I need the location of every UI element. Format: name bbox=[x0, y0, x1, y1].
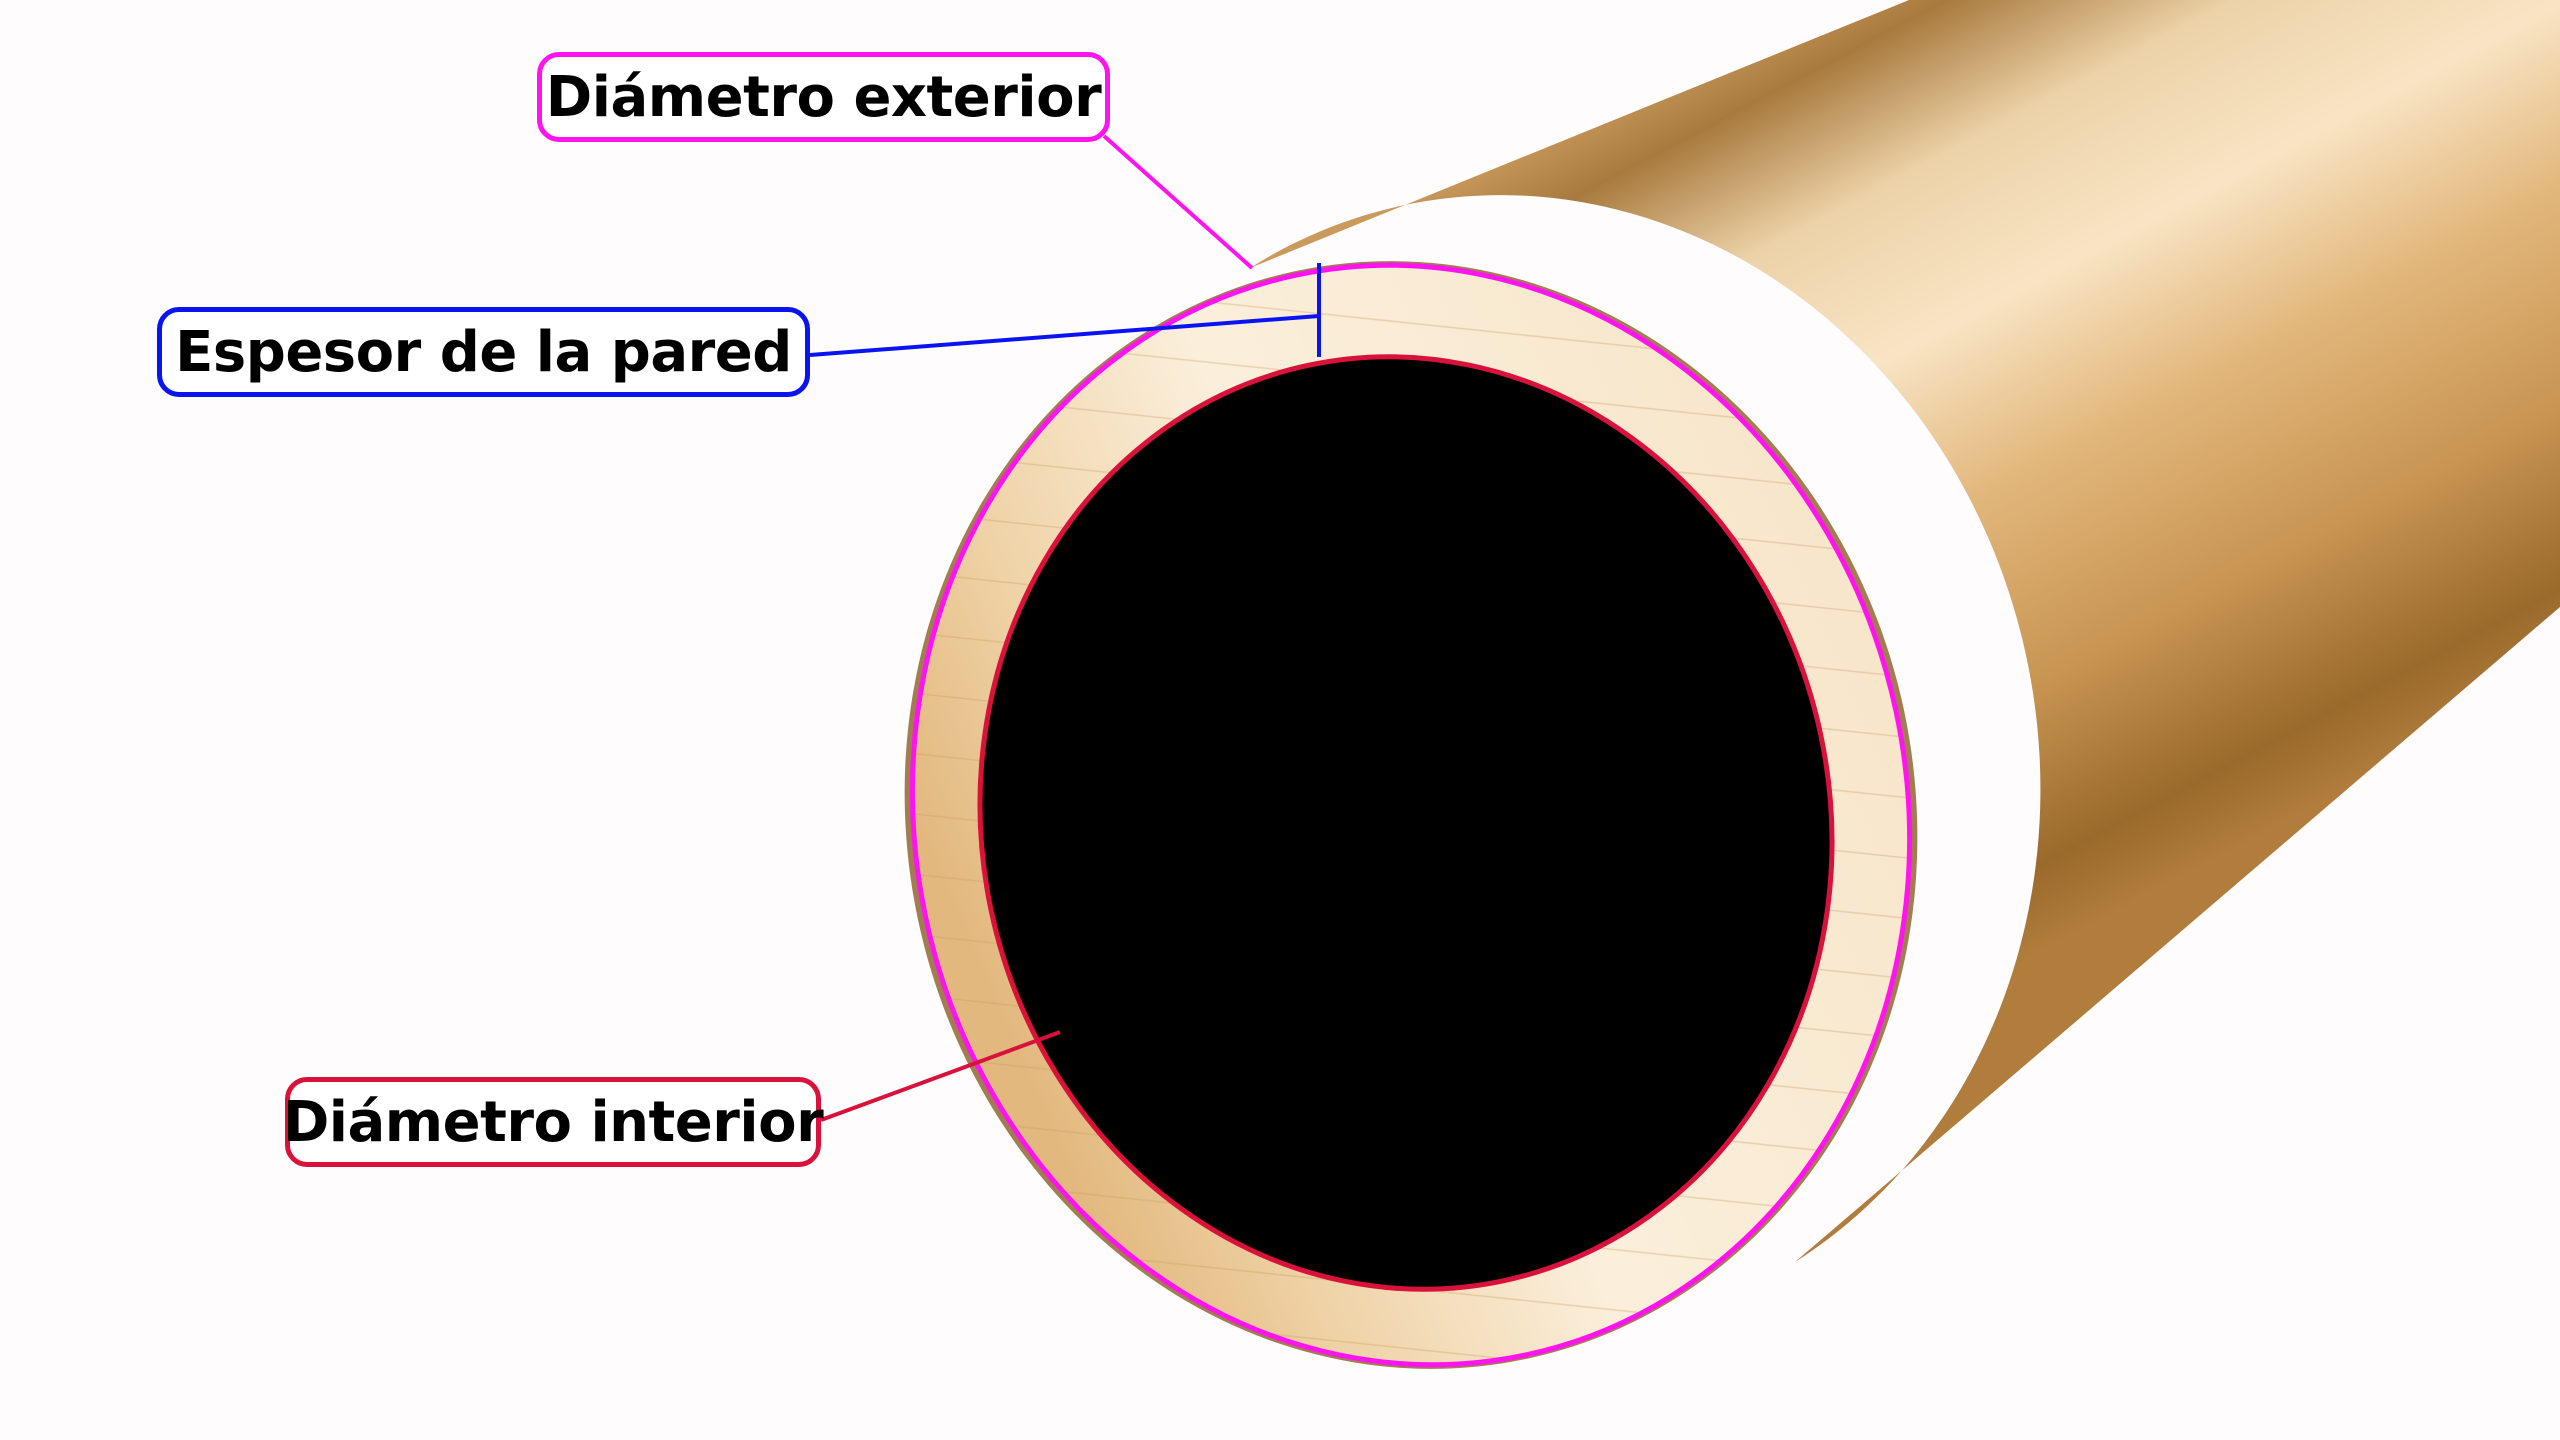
inner-diameter-outline bbox=[977, 354, 1835, 1292]
inner-diameter-label: Diámetro interior bbox=[282, 1077, 824, 1167]
outer-diameter-connector bbox=[1102, 134, 1254, 270]
wall-thickness-text: Espesor de la pared bbox=[175, 319, 792, 385]
outer-diameter-text: Diámetro exterior bbox=[545, 64, 1102, 130]
pipe-bore bbox=[980, 356, 1832, 1290]
wall-thickness-label: Espesor de la pared bbox=[157, 307, 810, 397]
outer-diameter-outline bbox=[909, 262, 1913, 1368]
wall-thickness-connector bbox=[809, 314, 1320, 357]
outer-diameter-label: Diámetro exterior bbox=[537, 52, 1110, 142]
inner-diameter-connector bbox=[820, 1030, 1061, 1122]
inner-diameter-text: Diámetro interior bbox=[282, 1089, 824, 1155]
pipe-body bbox=[1250, 0, 2560, 1262]
